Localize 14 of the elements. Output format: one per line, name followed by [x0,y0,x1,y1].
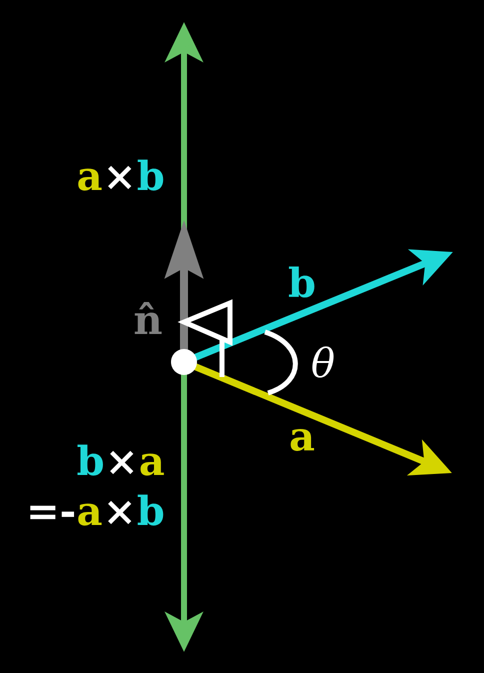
vector-label: n̂ [134,302,162,334]
formula-label: × [108,500,132,524]
vector-label: b [288,266,314,298]
angle-label: θ [312,346,334,378]
formula-label: b [138,160,164,191]
formula-label: b [138,494,164,526]
formula-label: b [78,444,103,476]
formula-label: × [108,166,132,190]
vector-label: a [290,429,314,451]
formula-label: a [78,168,102,191]
formula-label: a [78,504,102,526]
formula-label: a [140,454,164,476]
formula-label: × [110,450,134,474]
formula-label: =- [30,506,74,520]
